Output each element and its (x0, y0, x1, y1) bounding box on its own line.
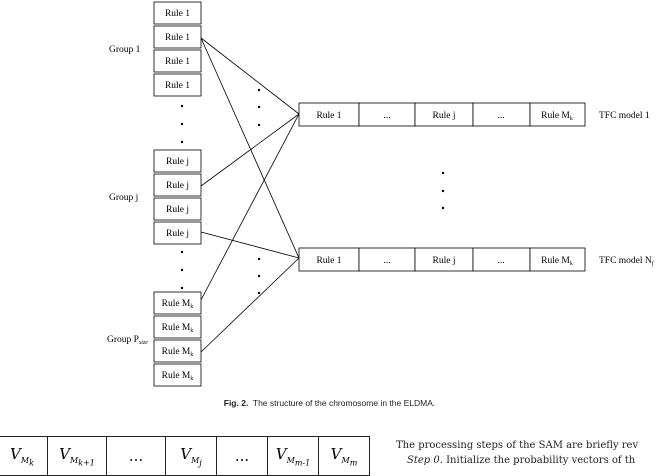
rule-label: Rule j (166, 205, 189, 215)
vector-cell: ... (216, 436, 268, 476)
rule-label: Rule Mk (162, 323, 194, 334)
vector-cell: ... (106, 436, 166, 476)
group-j-block: Group j Rule j Rule j Rule j Rule j (109, 149, 202, 245)
rule-box (153, 315, 202, 339)
vector-cell: VMm-1 (267, 436, 319, 476)
figure-caption: Fig. 2. The structure of the chromosome … (0, 398, 659, 408)
rule-label: Rule 1 (165, 81, 190, 91)
vector-cell: VMk+1 (47, 436, 107, 476)
rule-box (153, 173, 202, 197)
group-label: Group Psize (107, 335, 148, 346)
model-cell-label: Rule Mk (541, 256, 573, 267)
body-line: The processing steps of the SAM are brie… (396, 440, 639, 451)
rule-label: Rule 1 (165, 57, 190, 67)
rule-box (153, 149, 202, 173)
vector-cell: VMj (165, 436, 217, 476)
rule-box (153, 197, 202, 221)
probability-vector-table: VMk VMk+1 ... VMj ... VMm-1 VMm (0, 436, 370, 476)
figure-caption-text: The structure of the chromosome in the E… (252, 398, 436, 408)
model-cell-label: Rule Mk (541, 111, 573, 122)
ellipsis-dots (180, 88, 445, 295)
rule-label: Rule Mk (162, 371, 194, 382)
rule-box (153, 49, 202, 73)
rule-box (153, 339, 202, 363)
rule-box (153, 291, 202, 315)
rule-label: Rule j (166, 157, 189, 167)
rule-label: Rule Mk (162, 299, 194, 310)
connection-lines (200, 37, 300, 353)
rule-box (153, 25, 202, 49)
model-cell-label: Rule 1 (316, 111, 341, 121)
model-cell (529, 247, 586, 272)
tfc-model-1-row: Rule 1 ... Rule j ... Rule Mk TFC model … (298, 102, 650, 127)
vector-cell: VMk (0, 436, 48, 476)
rule-label: Rule j (166, 229, 189, 239)
connector-line (200, 37, 300, 259)
rule-box (153, 221, 202, 245)
figure-number: Fig. 2. (223, 398, 249, 408)
connector-line (200, 37, 300, 115)
model-label: TFC model Nf (599, 256, 655, 267)
rule-label: Rule 1 (165, 9, 190, 19)
group-1-block: Group 1 Rule 1 Rule 1 Rule 1 Rule 1 (109, 1, 202, 97)
model-cell-label: Rule 1 (316, 256, 341, 266)
tfc-model-nf-row: Rule 1 ... Rule j ... Rule Mk TFC model … (298, 247, 655, 272)
model-cell-label: ... (497, 111, 504, 121)
body-paragraph: The processing steps of the SAM are brie… (396, 438, 659, 468)
model-label: TFC model 1 (599, 111, 650, 121)
rule-label: Rule 1 (165, 33, 190, 43)
chromosome-structure-diagram: Group 1 Rule 1 Rule 1 Rule 1 Rule 1 Grou… (107, 1, 655, 387)
connector-line (200, 113, 300, 187)
connector-line (200, 231, 300, 259)
group-label: Group 1 (109, 45, 141, 55)
connector-line (200, 113, 300, 301)
model-cell-label: Rule j (433, 256, 456, 266)
step-label: Step 0. (407, 455, 443, 466)
body-line: Step 0. Initialize the probability vecto… (407, 455, 636, 466)
model-cell-label: ... (383, 256, 390, 266)
rule-box (153, 363, 202, 387)
model-cell-label: Rule j (433, 111, 456, 121)
rule-label: Rule j (166, 181, 189, 191)
group-label: Group j (109, 193, 138, 203)
model-cell (529, 102, 586, 127)
connector-line (200, 257, 300, 353)
model-cell-label: ... (497, 256, 504, 266)
rule-label: Rule Mk (162, 347, 194, 358)
vector-cell: VMm (318, 436, 370, 476)
group-p-size-block: Group Psize Rule Mk Rule Mk Rule Mk Rule… (107, 291, 202, 387)
rule-box (153, 1, 202, 25)
rule-box (153, 73, 202, 97)
model-cell-label: ... (383, 111, 390, 121)
